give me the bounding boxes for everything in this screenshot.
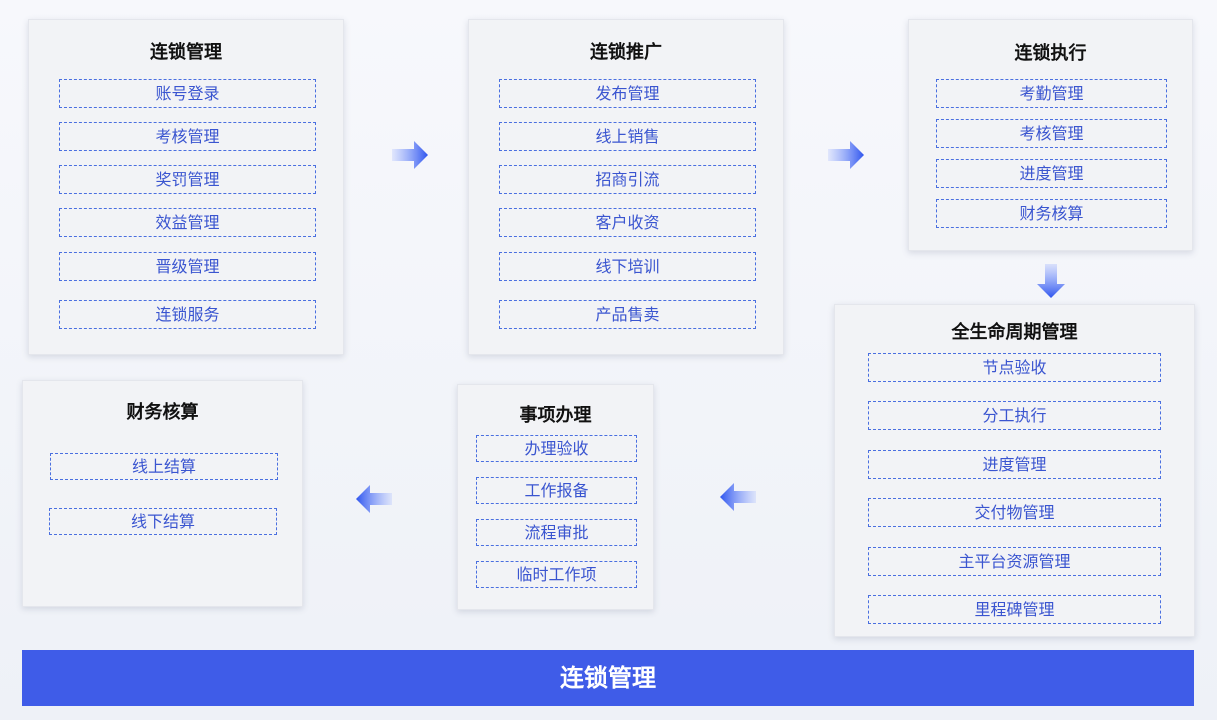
item-promotion-management[interactable]: 晋级管理 xyxy=(59,252,316,281)
arrow-right-icon xyxy=(828,141,864,169)
item-milestone-management[interactable]: 里程碑管理 xyxy=(868,595,1161,624)
footer-banner: 连锁管理 xyxy=(22,650,1194,706)
item-assessment-management[interactable]: 考核管理 xyxy=(59,122,316,151)
item-financial-accounting[interactable]: 财务核算 xyxy=(936,199,1167,228)
item-deliverable-management[interactable]: 交付物管理 xyxy=(868,498,1161,527)
arrow-right-icon xyxy=(392,141,428,169)
item-online-sales[interactable]: 线上销售 xyxy=(499,122,756,151)
arrow-down-icon xyxy=(1037,264,1065,298)
item-benefit-management[interactable]: 效益管理 xyxy=(59,208,316,237)
item-platform-resource-management[interactable]: 主平台资源管理 xyxy=(868,547,1161,576)
module-title: 财务核算 xyxy=(126,402,199,423)
module-chain-promotion: 连锁推广 发布管理 线上销售 招商引流 客户收资 线下培训 产品售卖 xyxy=(468,19,784,355)
item-assessment-management[interactable]: 考核管理 xyxy=(936,119,1167,148)
item-work-report[interactable]: 工作报备 xyxy=(476,477,637,504)
item-division-execution[interactable]: 分工执行 xyxy=(868,401,1161,430)
arrow-left-icon xyxy=(720,483,756,511)
module-affairs-handling: 事项办理 办理验收 工作报备 流程审批 临时工作项 xyxy=(457,384,654,610)
module-full-lifecycle-management: 全生命周期管理 节点验收 分工执行 进度管理 交付物管理 主平台资源管理 里程碑… xyxy=(834,304,1195,637)
item-node-acceptance[interactable]: 节点验收 xyxy=(868,353,1161,382)
item-investment-attraction[interactable]: 招商引流 xyxy=(499,165,756,194)
item-product-sales[interactable]: 产品售卖 xyxy=(499,300,756,329)
module-title: 连锁管理 xyxy=(150,42,222,63)
item-handling-acceptance[interactable]: 办理验收 xyxy=(476,435,637,462)
module-title: 连锁推广 xyxy=(590,42,662,63)
module-chain-management: 连锁管理 账号登录 考核管理 奖罚管理 效益管理 晋级管理 连锁服务 xyxy=(28,19,344,355)
item-reward-penalty-management[interactable]: 奖罚管理 xyxy=(59,165,316,194)
item-progress-management[interactable]: 进度管理 xyxy=(868,450,1161,479)
item-attendance-management[interactable]: 考勤管理 xyxy=(936,79,1167,108)
module-chain-execution: 连锁执行 考勤管理 考核管理 进度管理 财务核算 xyxy=(908,19,1193,251)
item-process-approval[interactable]: 流程审批 xyxy=(476,519,637,546)
item-chain-service[interactable]: 连锁服务 xyxy=(59,300,316,329)
item-customer-collection[interactable]: 客户收资 xyxy=(499,208,756,237)
module-financial-accounting: 财务核算 线上结算 线下结算 xyxy=(22,380,303,607)
item-progress-management[interactable]: 进度管理 xyxy=(936,159,1167,188)
module-title: 全生命周期管理 xyxy=(951,322,1078,343)
item-offline-settlement[interactable]: 线下结算 xyxy=(49,508,277,535)
item-account-login[interactable]: 账号登录 xyxy=(59,79,316,108)
item-online-settlement[interactable]: 线上结算 xyxy=(50,453,278,480)
module-title: 连锁执行 xyxy=(1014,43,1087,64)
arrow-left-icon xyxy=(356,485,392,513)
item-offline-training[interactable]: 线下培训 xyxy=(499,252,756,281)
module-title: 事项办理 xyxy=(519,405,592,426)
item-temporary-work[interactable]: 临时工作项 xyxy=(476,561,637,588)
item-publish-management[interactable]: 发布管理 xyxy=(499,79,756,108)
